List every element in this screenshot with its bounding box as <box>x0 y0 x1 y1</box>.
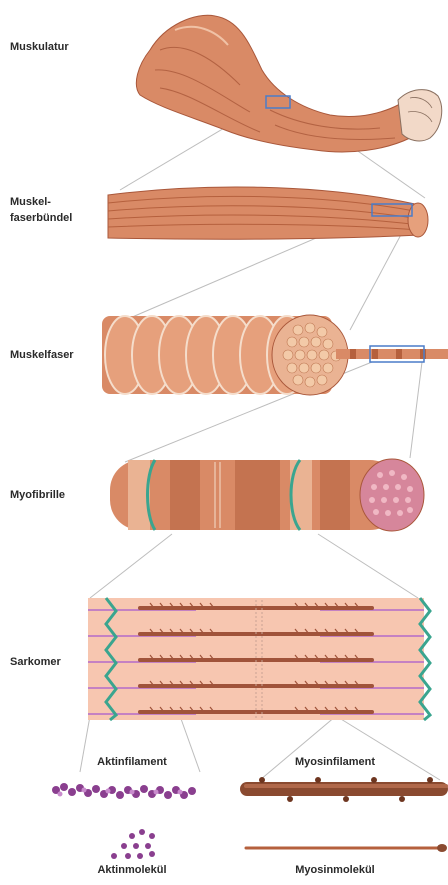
myofibril-illustration <box>110 459 424 531</box>
fiber-bundle-illustration <box>108 187 428 239</box>
arm-illustration <box>136 15 441 152</box>
label-myofibrille: Myofibrille <box>10 488 65 502</box>
actin-filament-illustration <box>52 783 196 799</box>
label-sarkomer: Sarkomer <box>10 655 61 669</box>
muscle-fiber-illustration <box>102 315 448 395</box>
label-myosinfilament: Myosinfilament <box>270 755 400 769</box>
sarcomere-illustration <box>88 598 430 720</box>
label-myosinmolekuel: Myosinmolekül <box>270 863 400 877</box>
myosin-molecule-illustration <box>246 844 447 852</box>
label-aktinfilament: Aktinfilament <box>72 755 192 769</box>
label-muskulatur: Muskulatur <box>10 40 69 54</box>
label-aktinmolekuel: Aktinmolekül <box>72 863 192 877</box>
label-muskelfaserbuendel-line1: Muskel- <box>10 195 51 209</box>
actin-molecule-illustration <box>111 829 155 859</box>
myosin-filament-illustration <box>240 777 448 802</box>
label-muskelfaserbuendel-line2: faserbündel <box>10 211 72 225</box>
label-muskelfaser: Muskelfaser <box>10 348 74 362</box>
